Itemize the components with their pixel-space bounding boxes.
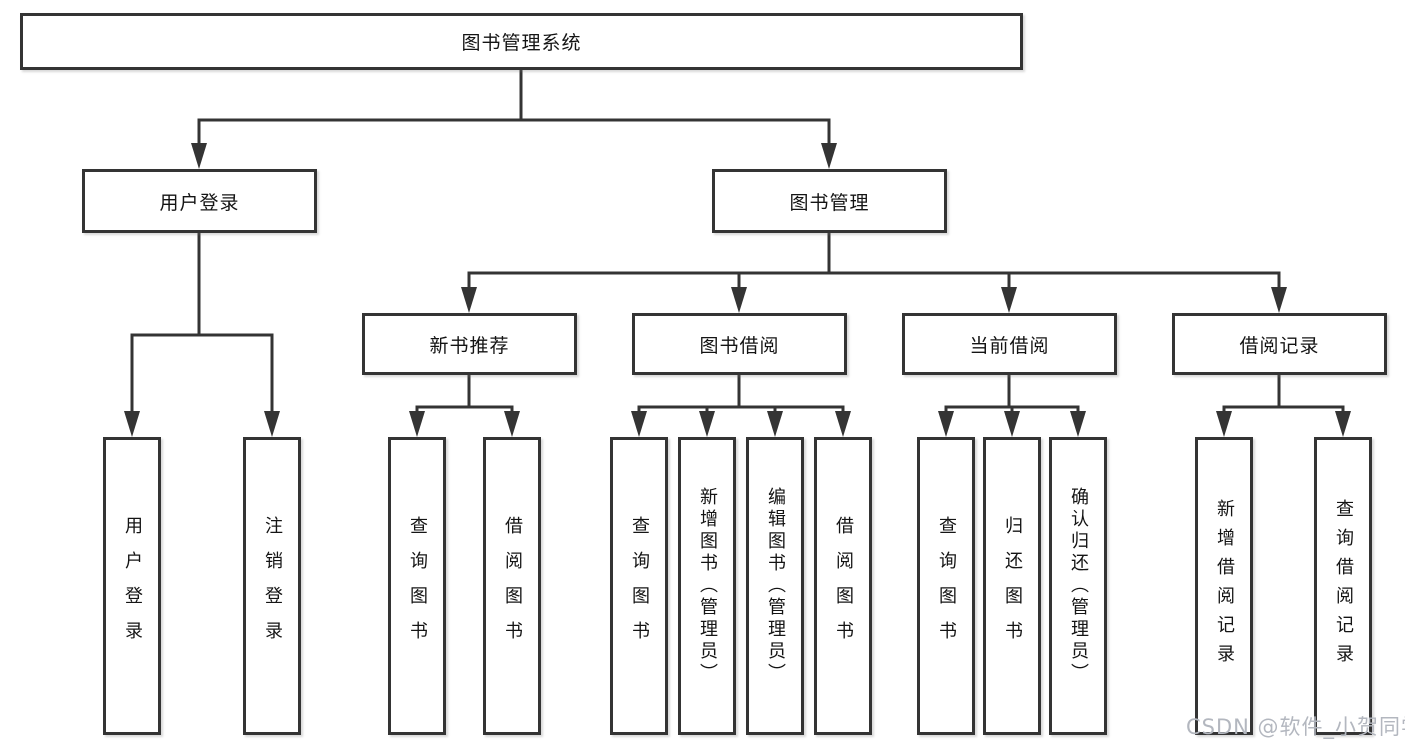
watermark: CSDN @软件_小贺同学: [1186, 715, 1405, 739]
node-new-book-recommendation: 新书推荐: [362, 313, 577, 375]
node-current-borrowing: 当前借阅: [902, 313, 1117, 375]
node-label: 注销登录: [262, 516, 283, 656]
node-label: 编辑图书（管理员）: [765, 487, 786, 685]
node-user-login: 用户登录: [82, 169, 317, 233]
node-label: 确认归还（管理员）: [1068, 487, 1089, 685]
node-query-books-current: 查询图书: [917, 437, 975, 735]
node-label: 借阅图书: [502, 516, 523, 656]
node-label: 图书管理系统: [461, 32, 582, 54]
node-label: 新增图书（管理员）: [697, 487, 718, 685]
node-borrow-books-recommend: 借阅图书: [483, 437, 541, 735]
node-query-books-recommend: 查询图书: [388, 437, 446, 735]
node-label: 图书借阅: [699, 334, 780, 357]
node-return-books: 归还图书: [983, 437, 1041, 735]
node-label: 借阅图书: [833, 516, 854, 656]
node-logout: 注销登录: [243, 437, 301, 735]
node-label: 用户登录: [122, 516, 143, 656]
node-label: 查询借阅记录: [1333, 499, 1354, 673]
node-label: 图书管理: [789, 191, 870, 214]
node-label: 查询图书: [407, 516, 428, 656]
node-user-login-leaf: 用户登录: [103, 437, 161, 735]
node-query-books-borrowing: 查询图书: [610, 437, 668, 735]
node-edit-books-admin: 编辑图书（管理员）: [746, 437, 804, 735]
node-label: 用户登录: [159, 191, 240, 214]
node-library-management-system: 图书管理系统: [20, 13, 1023, 70]
node-label: 新增借阅记录: [1214, 499, 1235, 673]
node-query-borrow-record: 查询借阅记录: [1314, 437, 1372, 735]
node-label: 新书推荐: [429, 334, 510, 357]
node-label: 当前借阅: [969, 334, 1050, 357]
node-borrow-books-borrowing: 借阅图书: [814, 437, 872, 735]
node-borrowing-records: 借阅记录: [1172, 313, 1387, 375]
node-book-management: 图书管理: [712, 169, 947, 233]
node-label: 查询图书: [936, 516, 957, 656]
node-label: 借阅记录: [1239, 334, 1320, 357]
node-label: 归还图书: [1002, 516, 1023, 656]
node-label: 查询图书: [629, 516, 650, 656]
node-add-books-admin: 新增图书（管理员）: [678, 437, 736, 735]
node-confirm-return-admin: 确认归还（管理员）: [1049, 437, 1107, 735]
node-book-borrowing: 图书借阅: [632, 313, 847, 375]
node-add-borrow-record: 新增借阅记录: [1195, 437, 1253, 735]
